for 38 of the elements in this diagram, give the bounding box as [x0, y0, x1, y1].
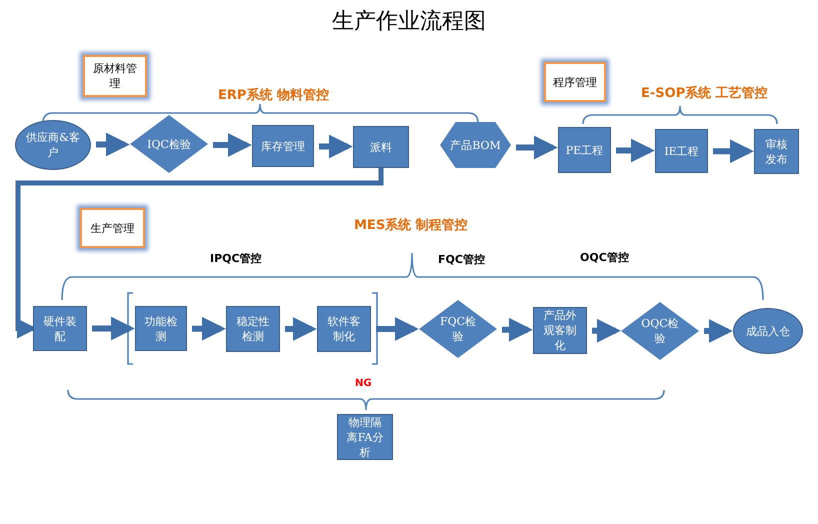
- system-box: 程序管理: [544, 62, 606, 102]
- arrow: [96, 132, 130, 156]
- section-label: IPQC管控: [210, 251, 262, 266]
- arrow: [502, 318, 533, 342]
- process-box: 库存管理: [252, 125, 314, 167]
- process-box: 硬件装配: [33, 306, 87, 351]
- process-box: 物理隔离FA分析: [337, 414, 393, 460]
- arrow: [192, 316, 226, 341]
- arrow: [713, 139, 754, 164]
- arrow: [376, 317, 419, 341]
- process-box: 软件客制化: [317, 306, 371, 352]
- title: 生产作业流程图: [331, 8, 487, 36]
- arrow: [285, 317, 317, 341]
- terminal-ellipse: 成品入仓: [733, 308, 803, 354]
- arrow: [516, 136, 558, 160]
- process-box: 审核发布: [754, 129, 799, 174]
- process-box: PE工程: [558, 127, 611, 173]
- system-label: ERP系统 物料管控: [218, 86, 329, 104]
- process-box: IE工程: [655, 129, 708, 173]
- system-box: 生产管理: [80, 208, 145, 248]
- process-box: 功能检测: [135, 306, 187, 351]
- process-box: 稳定性检测: [226, 306, 280, 352]
- system-box: 原材料管理: [83, 55, 147, 97]
- arrow: [592, 318, 621, 343]
- arrow: [213, 133, 252, 157]
- status-label: NG: [355, 378, 372, 389]
- arrow: [319, 134, 353, 158]
- arrow: [616, 138, 655, 162]
- process-box: 派料: [353, 126, 409, 168]
- process-box: 产品外观客制化: [533, 307, 587, 354]
- terminal-ellipse: 供应商&客户: [15, 120, 91, 170]
- arrow: [92, 316, 135, 340]
- section-label: FQC管控: [438, 252, 485, 267]
- section-label: OQC管控: [580, 250, 629, 265]
- arrow: [704, 319, 733, 343]
- system-label: E-SOP系统 工艺管控: [641, 84, 768, 102]
- arrow: [16, 168, 384, 338]
- system-label: MES系统 制程管控: [354, 216, 468, 234]
